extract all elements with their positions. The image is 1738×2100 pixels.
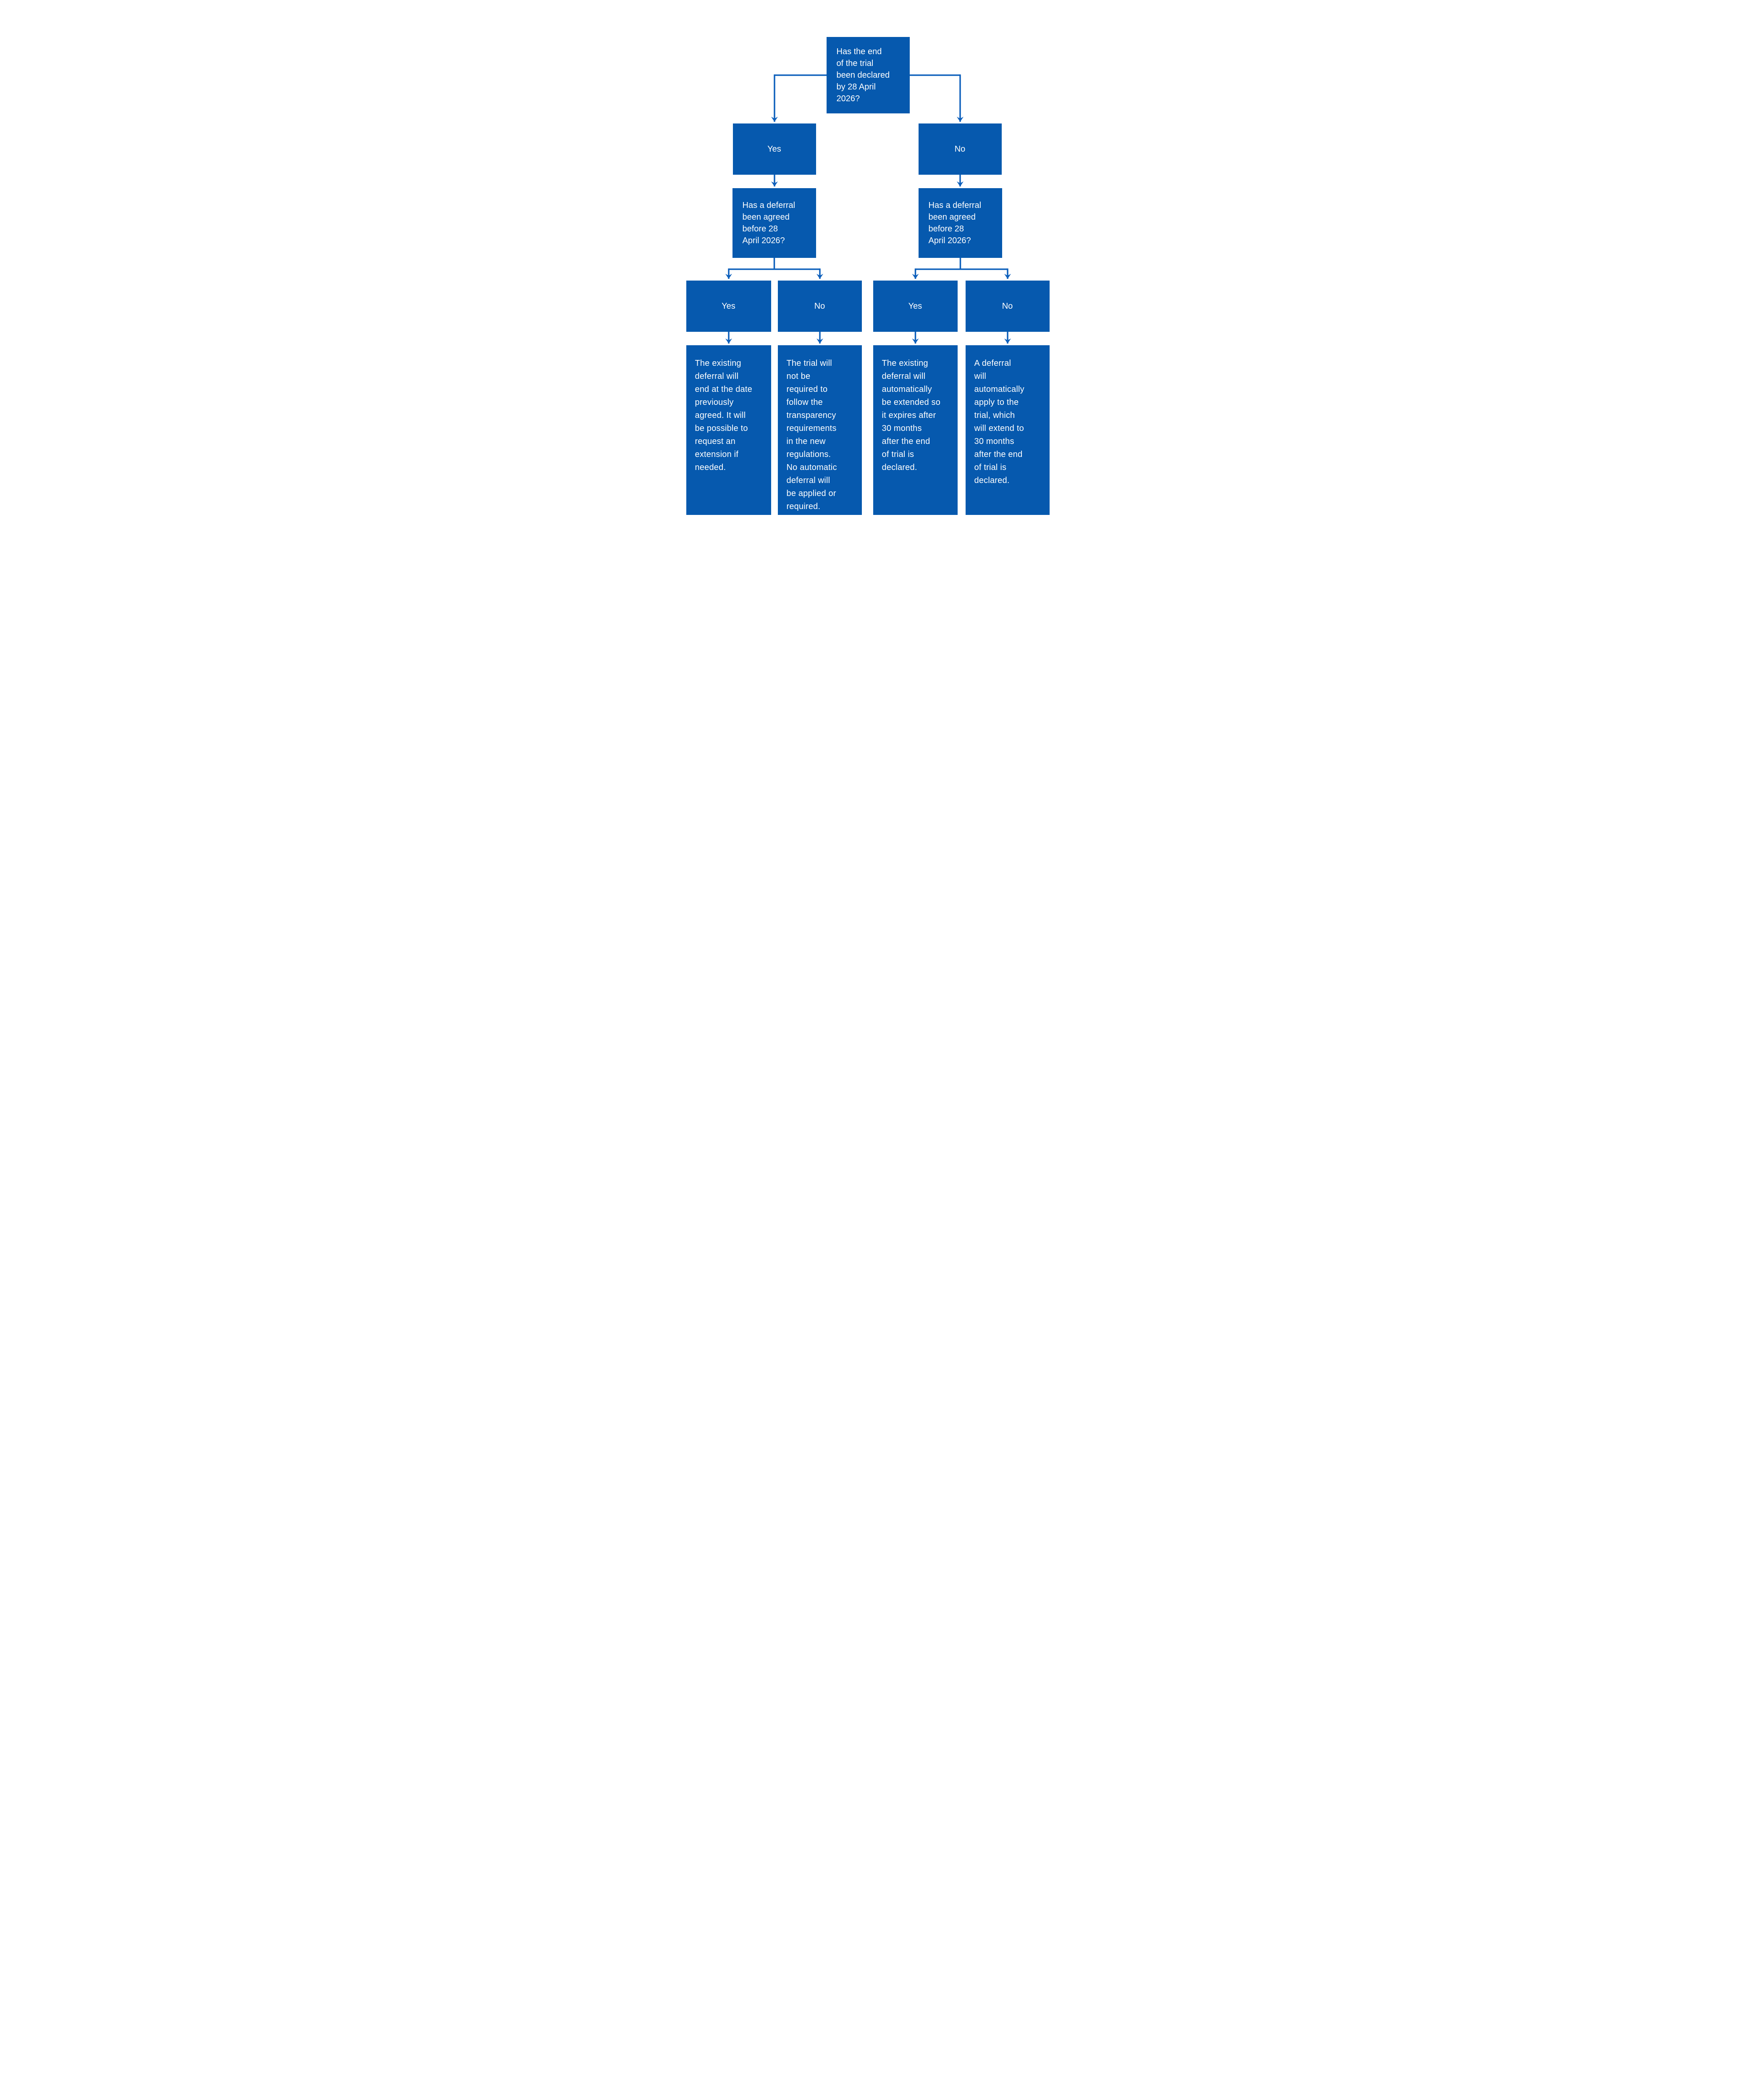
question-box-deferral-right-text: Has a deferral been agreed before 28 Apr… — [928, 201, 982, 245]
answer-box-deferral-right-yes: Yes — [873, 281, 958, 332]
outcome-box-no-transparency-required-text: The trial will not be required to follow… — [786, 359, 837, 511]
answer-box-deferral-right-no: No — [965, 281, 1050, 332]
question-box-deferral-left-text: Has a deferral been agreed before 28 Apr… — [742, 201, 795, 245]
outcome-box-existing-deferral-ends-text: The existing deferral will end at the da… — [695, 359, 752, 472]
outcome-box-deferral-automatic-text: A deferral will automatically apply to t… — [974, 359, 1024, 485]
question-box-root: Has the end of the trial been declared b… — [826, 37, 910, 113]
answer-box-deferral-left-no-label: No — [814, 301, 825, 311]
question-box-deferral-right: Has a deferral been agreed before 28 Apr… — [918, 188, 1002, 258]
outcome-box-deferral-extended-text: The existing deferral will automatically… — [882, 359, 941, 472]
answer-box-deferral-left-yes-label: Yes — [722, 301, 735, 311]
answer-box-deferral-left-yes: Yes — [686, 281, 771, 332]
outcome-box-no-transparency-required: The trial will not be required to follow… — [777, 345, 862, 515]
answer-box-declared-yes: Yes — [732, 123, 816, 175]
question-box-deferral-left: Has a deferral been agreed before 28 Apr… — [732, 188, 816, 258]
outcome-box-deferral-automatic: A deferral will automatically apply to t… — [965, 345, 1050, 515]
answer-box-deferral-left-no: No — [777, 281, 862, 332]
answer-box-declared-yes-label: Yes — [767, 144, 781, 154]
answer-box-deferral-right-no-label: No — [1002, 301, 1013, 311]
answer-box-declared-no-label: No — [954, 144, 966, 154]
answer-box-declared-no: No — [918, 123, 1002, 175]
question-box-root-text: Has the end of the trial been declared b… — [836, 47, 890, 103]
answer-box-deferral-right-yes-label: Yes — [908, 301, 922, 311]
outcome-box-existing-deferral-ends: The existing deferral will end at the da… — [686, 345, 771, 515]
outcome-box-deferral-extended: The existing deferral will automatically… — [873, 345, 958, 515]
flowchart: Has the end of the trial been declared b… — [651, 0, 1087, 558]
